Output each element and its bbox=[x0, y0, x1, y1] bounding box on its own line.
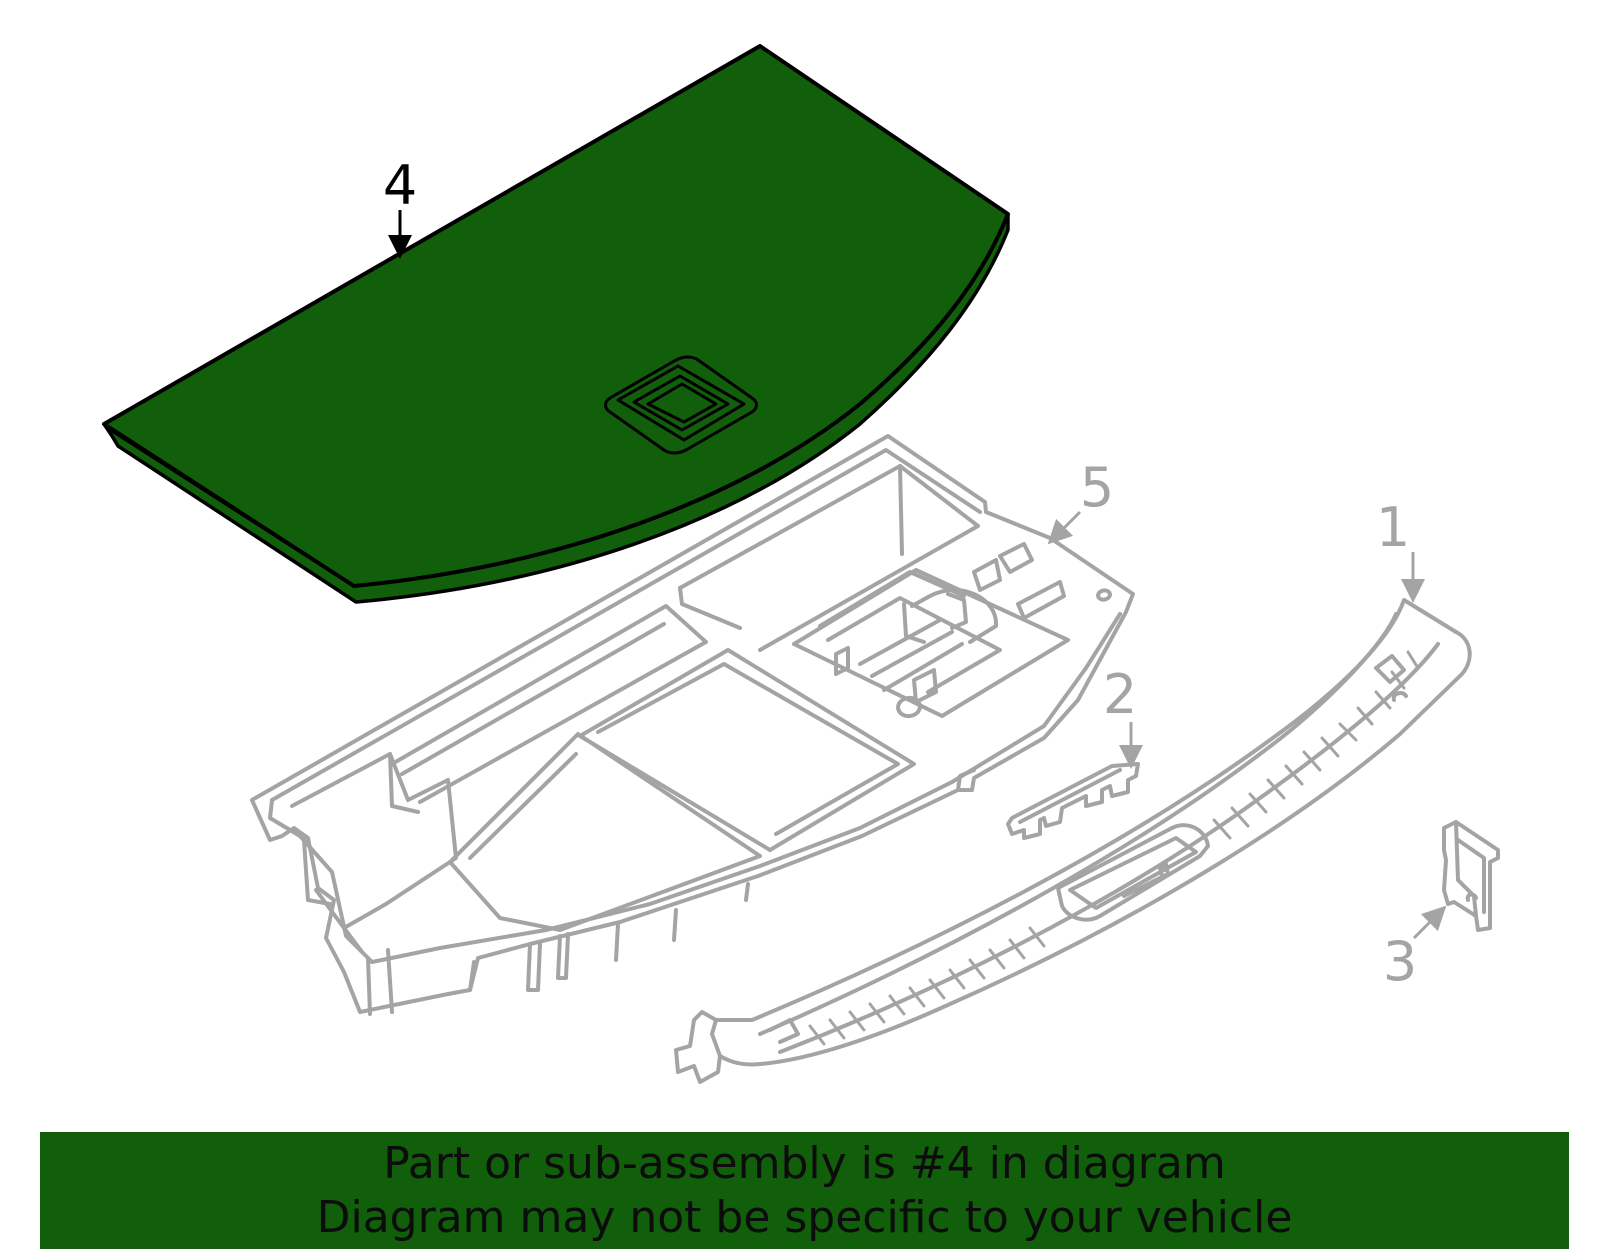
part-4-cargo-cover[interactable] bbox=[102, 44, 1010, 604]
callout-5-label: 5 bbox=[1080, 456, 1114, 519]
callout-5: 5 bbox=[1047, 456, 1114, 545]
banner-line-disclaimer: Diagram may not be specific to your vehi… bbox=[316, 1191, 1293, 1243]
banner-line-part-number: Part or sub-assembly is #4 in diagram bbox=[383, 1137, 1226, 1189]
callout-1-label: 1 bbox=[1376, 496, 1410, 559]
callout-4: 4 bbox=[383, 154, 417, 259]
callout-3-label: 3 bbox=[1383, 930, 1417, 993]
callout-2: 2 bbox=[1103, 663, 1143, 769]
callout-3-arrow bbox=[1412, 905, 1447, 940]
callout-5-arrow bbox=[1047, 510, 1082, 545]
callout-2-label: 2 bbox=[1103, 663, 1137, 726]
part-1-sill-trim-plate[interactable] bbox=[674, 598, 1472, 1084]
callout-1: 1 bbox=[1376, 496, 1425, 603]
part-2-clip-bracket[interactable] bbox=[1006, 762, 1140, 840]
info-banner: Part or sub-assembly is #4 in diagram Di… bbox=[40, 1132, 1569, 1249]
cargo-cover-handle bbox=[604, 355, 758, 455]
part-5-storage-tray[interactable] bbox=[250, 434, 1135, 1016]
callout-3: 3 bbox=[1383, 905, 1447, 993]
callout-4-label: 4 bbox=[383, 154, 417, 217]
banner-background bbox=[40, 1132, 1569, 1249]
part-3-bracket[interactable] bbox=[1442, 820, 1500, 932]
